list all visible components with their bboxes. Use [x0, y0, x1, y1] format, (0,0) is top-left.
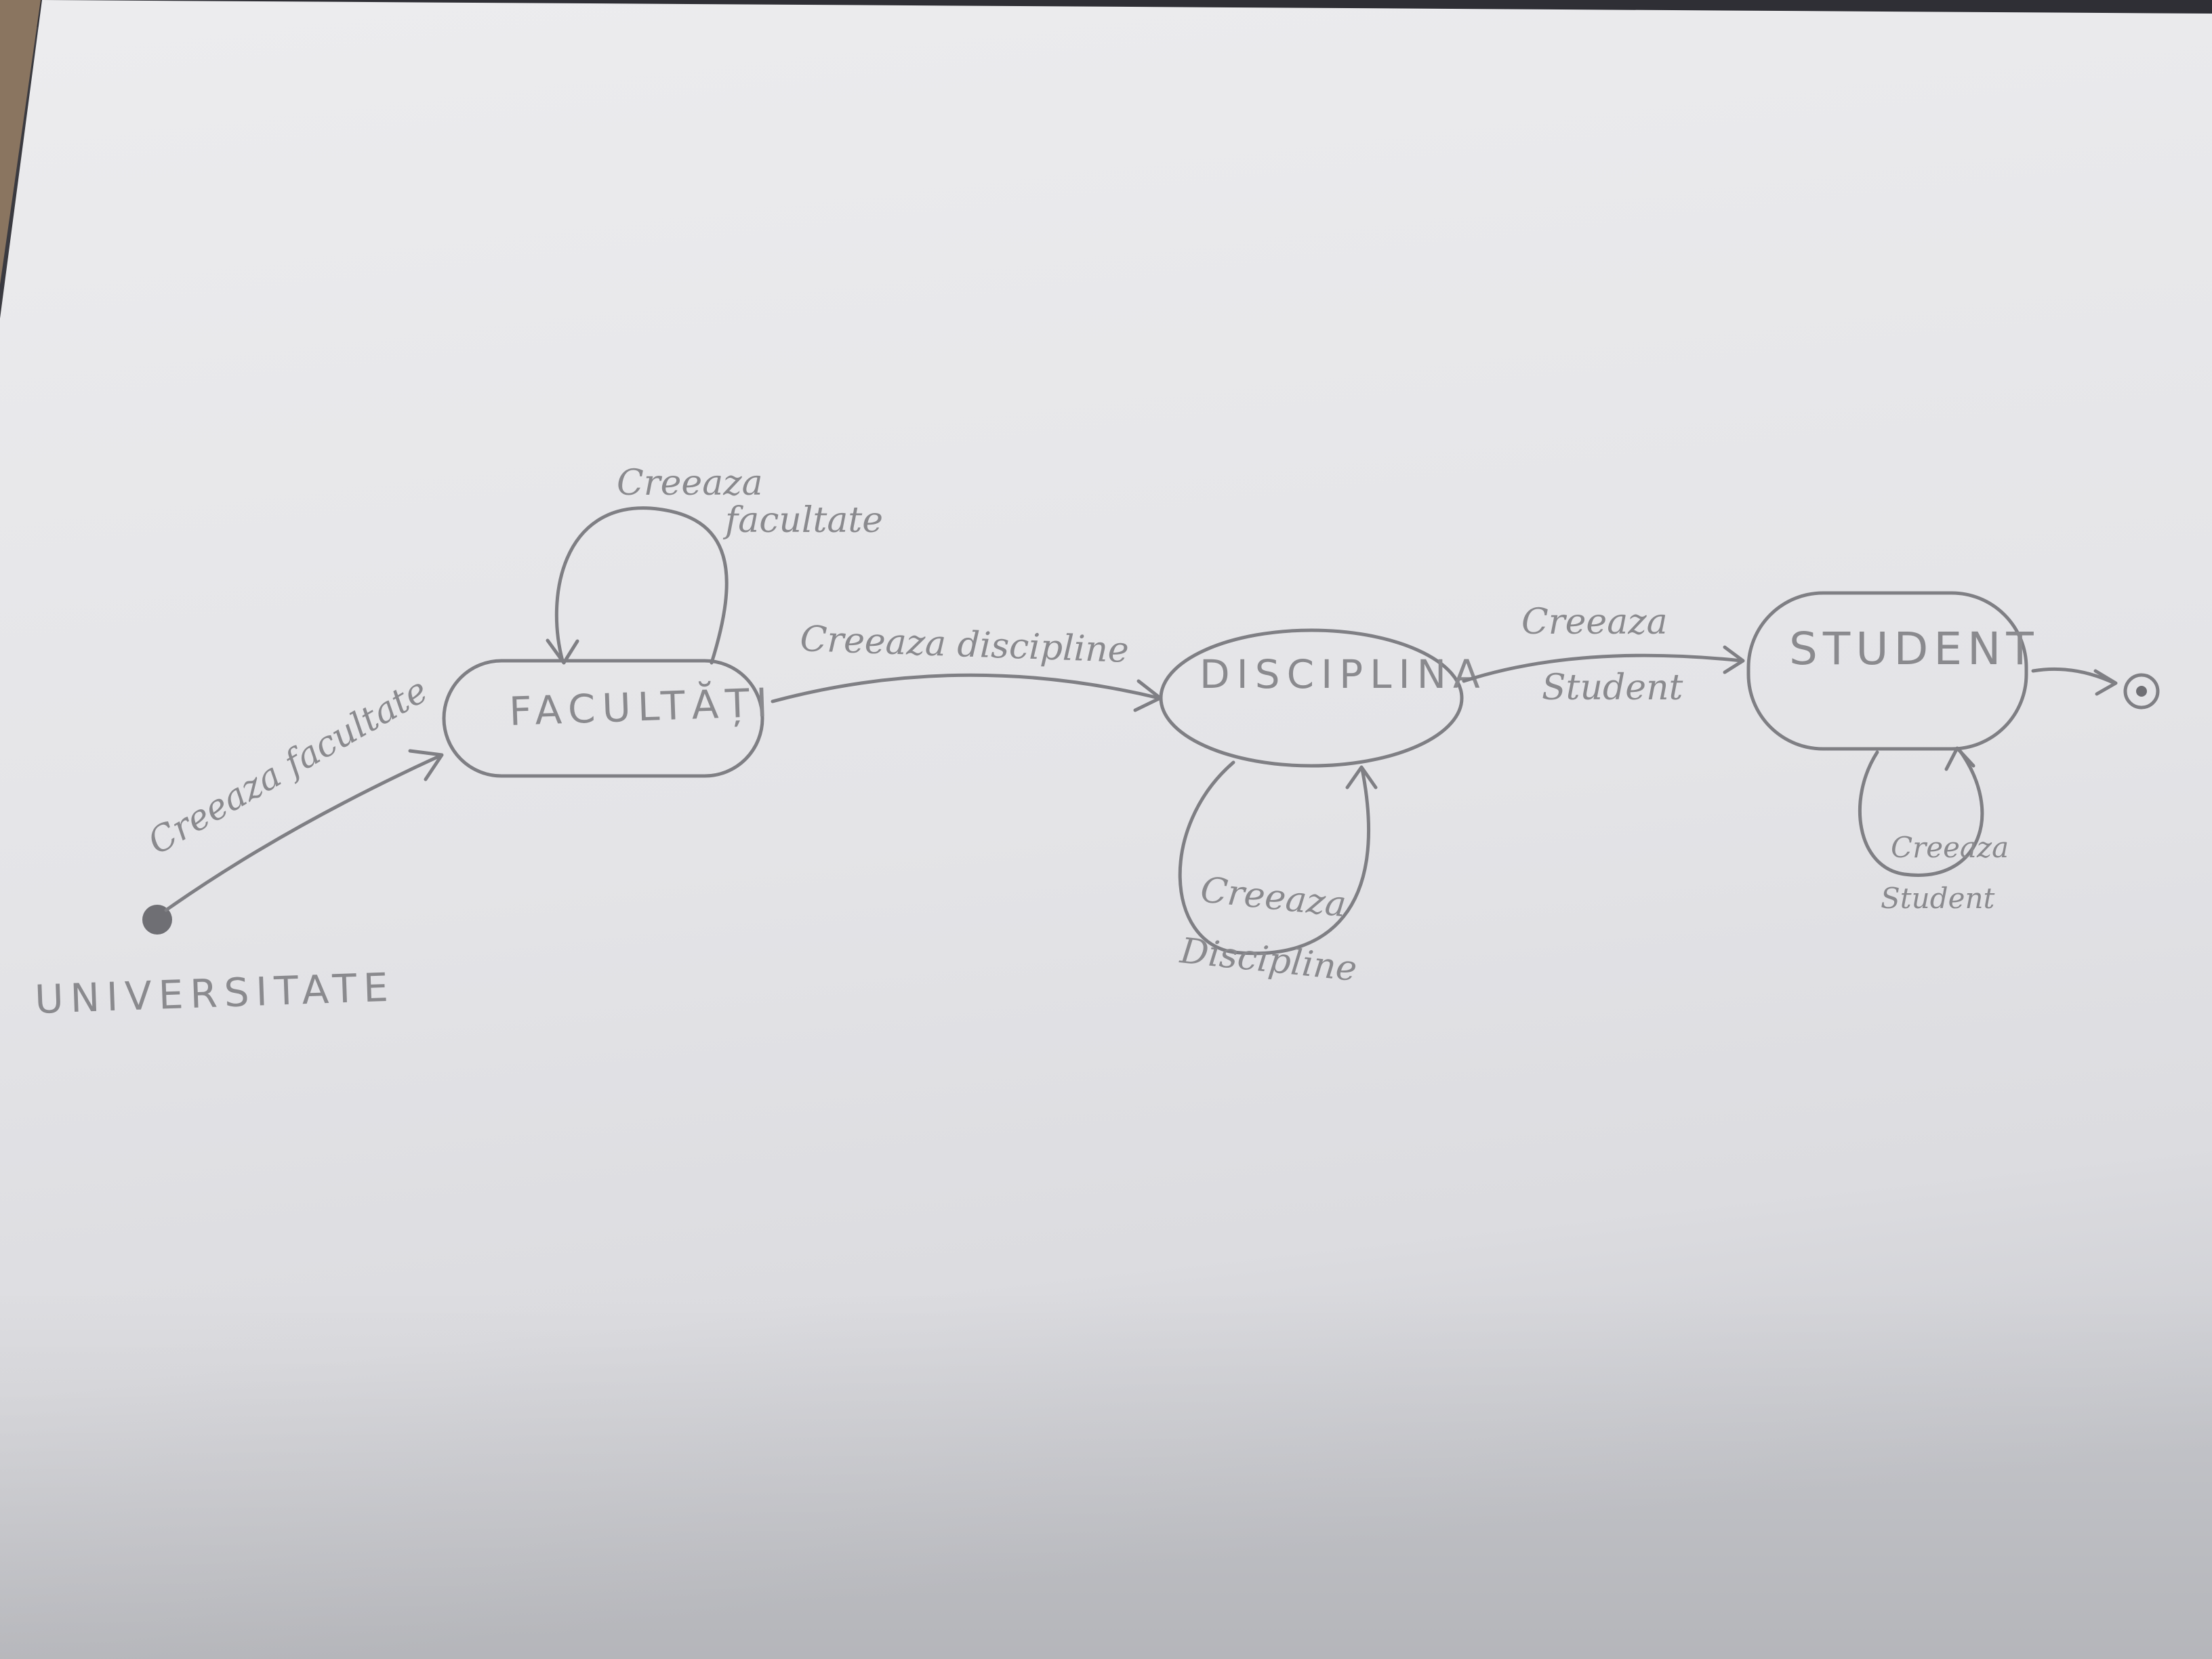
- state-student: [1746, 591, 2028, 751]
- self-loop-student-label-line2: Student: [1881, 882, 1994, 915]
- self-loop-student: [1858, 747, 1984, 877]
- self-loop-facultati-label-line2: facultate: [722, 500, 883, 541]
- arrowhead-self-loop-student: [1944, 746, 1975, 771]
- state-disciplina-label: DISCIPLINA: [1200, 651, 1487, 697]
- self-loop-facultati: [554, 506, 729, 665]
- transition-initial-to-facultati: [164, 754, 443, 912]
- paper-lower-shadow: [0, 1288, 2212, 1659]
- arrowhead-initial-to-facultati: [408, 749, 444, 781]
- table-corner: [0, 0, 41, 285]
- state-facultati: [442, 659, 764, 778]
- arrowhead-student-to-final: [2093, 669, 2118, 696]
- final-state-dot: [2136, 686, 2147, 697]
- arrowhead-self-loop-disciplina: [1345, 765, 1378, 790]
- arrowhead-self-loop-facultati: [546, 638, 579, 665]
- arrowhead-disciplina-to-student: [1723, 645, 1745, 674]
- transition-disciplina-student-label-line2: Student: [1542, 668, 1683, 708]
- self-loop-facultati-label-line1: Creeaza: [617, 463, 763, 504]
- state-student-label: STUDENT: [1789, 623, 2039, 675]
- final-state-ring: [2123, 673, 2160, 710]
- transition-disciplina-to-student: [1462, 653, 1744, 683]
- initial-state-dot: [142, 905, 172, 935]
- state-facultati-label: FACULTĂȚI: [508, 678, 775, 735]
- transition-facultati-to-disciplina: [771, 673, 1161, 703]
- self-loop-disciplina: [1178, 760, 1370, 956]
- state-disciplina: [1159, 628, 1464, 768]
- transition-student-to-final: [2031, 667, 2116, 685]
- transition-disciplina-student-label-line1: Creeaza: [1521, 602, 1668, 642]
- self-loop-student-label-line1: Creeaza: [1891, 831, 2009, 864]
